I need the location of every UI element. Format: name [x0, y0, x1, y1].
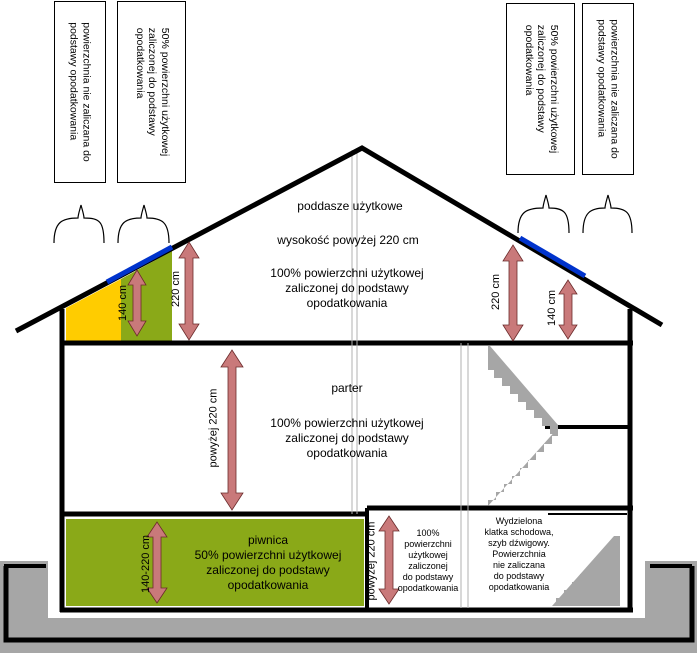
annotation-box-left-inner: 50% powierzchni użytkowej zaliczonej do … — [117, 1, 186, 183]
arrow-attic-140-right — [558, 279, 578, 340]
annotation-box-right-outer: powierzchnia nie zaliczana do podstawy o… — [582, 3, 634, 175]
walls — [59, 309, 633, 613]
dim-label-basement: 140-220 cm — [140, 534, 153, 594]
dim-label-attic-140-left: 140 cm — [117, 284, 130, 322]
attic-excluded-zone — [66, 279, 121, 342]
staircase-upper — [488, 346, 558, 434]
arrow-attic-220-right — [502, 244, 524, 342]
arrow-ground-floor — [220, 349, 244, 511]
dim-label-ground-floor: powyżej 220 cm — [207, 388, 220, 468]
basement-description: piwnica 50% powierzchni użytkowej zalicz… — [194, 533, 342, 592]
arrow-attic-140-left — [127, 269, 147, 337]
annotation-text: powierzchnia nie zaliczana do — [80, 22, 93, 162]
dim-label-attic-140-right: 140 cm — [546, 289, 559, 327]
dim-label-attic-220-right: 220 cm — [490, 273, 503, 311]
annotation-text: podstawy opodatkowania — [596, 19, 608, 138]
ground-foundation — [0, 561, 697, 653]
dim-label-basement-room: powyżej 220 cm — [365, 521, 378, 601]
annotation-text: 50% powierzchni użytkowej — [158, 27, 171, 157]
annotation-text: 50% powierzchni użytkowej — [547, 24, 560, 154]
arrow-attic-220-left — [178, 241, 200, 341]
ground-floor-title: parter — [331, 381, 363, 395]
staircase-middle — [488, 428, 558, 506]
attic-height-text: wysokość powyżej 220 cm — [277, 233, 419, 247]
annotation-text: zaliczonej do podstawy — [534, 24, 547, 133]
annotation-braces — [53, 194, 633, 244]
basement-room-description: 100% powierzchni użytkowej zaliczonej do… — [397, 528, 459, 593]
annotation-text: powierzchnia nie zaliczana do — [608, 19, 621, 159]
roof — [14, 145, 664, 334]
annotation-text: opodatkowania — [522, 24, 535, 96]
annotation-text: podstawy opodatkowania — [68, 22, 80, 141]
basement-fill — [66, 519, 364, 606]
ground-floor-description: 100% powierzchni użytkowej zaliczonej do… — [270, 416, 424, 460]
stair-shaft-description: Wydzielona klatka schodowa, szyb dźwigow… — [484, 516, 554, 592]
annotation-text: zaliczonej do podstawy — [145, 27, 158, 136]
staircase-lower — [552, 536, 620, 606]
guide-lines — [351, 150, 469, 608]
annotation-box-left-outer: powierzchnia nie zaliczana do podstawy o… — [54, 1, 106, 183]
attic-description: 100% powierzchni użytkowej zaliczonej do… — [270, 266, 424, 310]
arrow-basement-room — [378, 515, 400, 605]
annotation-text: opodatkowania — [133, 27, 146, 99]
annotation-box-right-inner: 50% powierzchni użytkowej zaliczonej do … — [506, 3, 575, 175]
dim-label-attic-220-left: 220 cm — [170, 270, 183, 308]
dimension-arrows — [127, 241, 578, 605]
attic-title: poddasze użytkowe — [297, 199, 403, 213]
arrow-basement — [146, 521, 168, 604]
